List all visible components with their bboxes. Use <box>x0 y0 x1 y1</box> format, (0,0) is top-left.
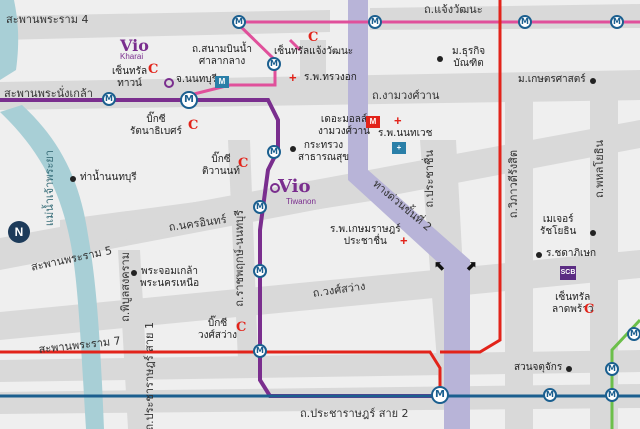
station-marker[interactable] <box>518 15 532 29</box>
place-label: เซ็นทรัลทาวน์ <box>112 66 148 89</box>
road-label: ถ.วิภาวดีรังสิต <box>507 150 520 219</box>
road-label: สะพานพระนั่งเกล้า <box>4 87 93 100</box>
station-marker[interactable] <box>368 15 382 29</box>
store-logo: M <box>215 76 229 88</box>
station-marker[interactable] <box>267 57 281 71</box>
vio-kharai-sub: Kharai <box>120 52 144 61</box>
station-marker[interactable] <box>267 145 281 159</box>
place-label: เซ็นทรัลลาดพร้าว <box>552 292 594 315</box>
station-marker[interactable] <box>610 15 624 29</box>
station-marker[interactable] <box>543 388 557 402</box>
place-label: ท่าน้ำนนทบุรี <box>80 172 137 183</box>
road-label: ถ.ประชาราษฎร์ สาย 2 <box>300 407 409 420</box>
landmark-dot <box>131 270 137 276</box>
station-marker-interchange[interactable] <box>180 91 198 109</box>
central-logo: C <box>148 62 159 77</box>
place-label: ม.ธุรกิจบัณฑิต <box>452 46 486 69</box>
place-label: ร.พ.เกษมราษฎร์ประชาชื่น <box>330 224 401 247</box>
place-label: กระทรวงสาธารณสุข <box>298 140 350 163</box>
vio-kharai-logo: Vio <box>120 36 149 55</box>
place-label: ร.พ.ทรวงอก <box>304 72 357 83</box>
road-label: สะพานพระราม 4 <box>6 13 89 26</box>
place-label: เซ็นทรัลแจ้งวัฒนะ <box>274 46 354 57</box>
place-label: ม.เกษตรศาสตร์ <box>518 74 586 85</box>
station-marker[interactable] <box>605 362 619 376</box>
station-marker[interactable] <box>253 200 267 214</box>
station-marker[interactable] <box>102 92 116 106</box>
landmark-dot <box>70 176 76 182</box>
station-marker[interactable] <box>627 327 640 341</box>
landmark-dot <box>437 56 443 62</box>
station-marker[interactable] <box>605 388 619 402</box>
station-marker-interchange[interactable] <box>431 386 449 404</box>
location-pin-icon <box>164 78 174 88</box>
place-label: พระจอมเกล้าพระนครเหนือ <box>140 266 200 289</box>
hospital-icon: + <box>394 113 402 128</box>
scb-logo: SCB <box>560 266 576 280</box>
landmark-dot <box>590 78 596 84</box>
landmark-dot <box>566 366 572 372</box>
road-label: ถ.งามวงศ์วาน <box>372 89 440 102</box>
station-marker[interactable] <box>253 264 267 278</box>
hospital-icon: + <box>289 70 297 85</box>
arrow-icon: ⬉ <box>434 258 445 273</box>
place-label: บิ๊กซีรัตนาธิเบศร์ <box>130 114 182 137</box>
road-label: ถ.ประชาชื่น <box>423 150 436 208</box>
bigc-logo: C <box>238 156 249 171</box>
landmark-dot <box>536 252 542 258</box>
station-marker[interactable] <box>232 15 246 29</box>
central-logo: C <box>308 30 319 45</box>
place-label: สวนจตุจักร <box>514 362 563 373</box>
store-logo: M <box>366 116 380 128</box>
vio-tiwanon-logo: Vio <box>278 176 311 197</box>
place-label: บิ๊กซีติวานนท์ <box>202 154 240 177</box>
place-label: เดอะมอลล์งามวงศ์วาน <box>318 114 371 137</box>
landmark-dot <box>290 146 296 152</box>
bigc-logo: C <box>236 320 247 335</box>
arrow-icon: ⬈ <box>466 258 477 273</box>
bigc-logo: C <box>188 118 199 133</box>
north-compass: N <box>8 221 30 243</box>
station-marker[interactable] <box>253 344 267 358</box>
place-label: ถ.สนามบินน้ำศาลากลาง <box>192 44 253 67</box>
river-label: แม่น้ำเจ้าพระยา <box>43 150 56 227</box>
location-pin-icon <box>270 183 280 193</box>
landmark-dot <box>590 230 596 236</box>
place-label: บิ๊กซีวงศ์สว่าง <box>198 318 238 341</box>
place-label: ร.พ.นนทเวช <box>378 128 433 139</box>
road-label: ถ.ประชาราษฎร์ สาย 1 <box>143 322 156 429</box>
road-label: ถ.ราชพฤกษ์-นนทบุรี <box>233 210 246 307</box>
place-label: จ.นนทบุรี <box>176 74 218 85</box>
road-label: ถ.แจ้งวัฒนะ <box>424 3 483 16</box>
hospital-icon: + <box>400 233 408 248</box>
road-label: ถ.พหลโยธิน <box>593 140 606 198</box>
place-label: ร.ชดาภิเษก <box>546 248 597 259</box>
central-logo: C <box>584 302 595 317</box>
place-label: เมเจอร์รัชโยธิน <box>540 214 577 237</box>
store-logo: + <box>392 142 406 154</box>
vio-tiwanon-sub: Tiwanon <box>286 197 316 206</box>
road-label: ถ.พิบูลสงคราม <box>119 252 132 322</box>
